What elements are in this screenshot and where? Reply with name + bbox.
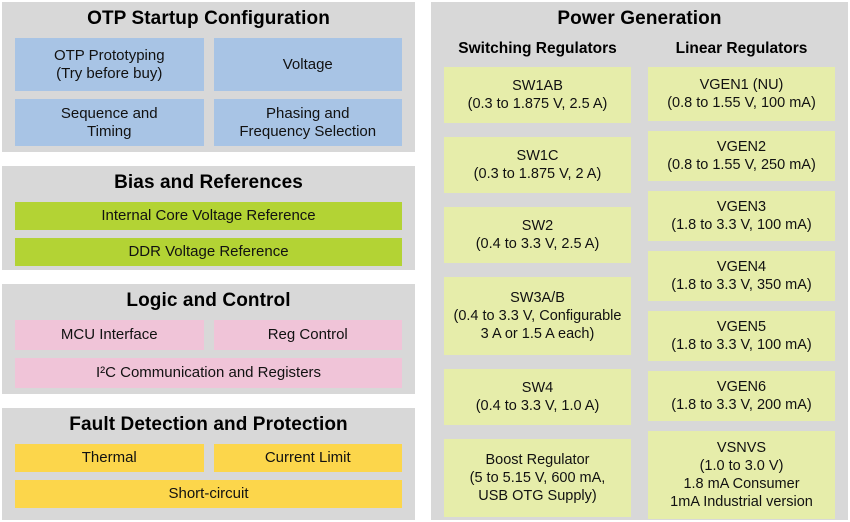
section-fault-detection-and-protection: Fault Detection and Protection Thermal C…: [2, 408, 415, 520]
bias-box-stack: Internal Core Voltage Reference DDR Volt…: [15, 202, 402, 266]
section-title: OTP Startup Configuration: [87, 8, 330, 29]
regulator-name: SW1C: [516, 147, 559, 164]
block-voltage: Voltage: [213, 38, 402, 91]
regulator-name: SW2: [521, 217, 554, 234]
section-bias-and-references: Bias and References Internal Core Voltag…: [2, 166, 415, 270]
block-reg-control: Reg Control: [213, 320, 402, 350]
regulator-box-boost: Boost Regulator (5 to 5.15 V, 600 mA, US…: [444, 439, 631, 517]
regulator-name: SW3A/B: [510, 289, 565, 306]
regulator-name: VGEN6: [716, 378, 767, 395]
regulator-column-headers: Switching Regulators Linear Regulators: [444, 40, 835, 58]
section-power-generation: Power Generation Switching Regulators Li…: [431, 2, 848, 520]
regulator-spec: (1.8 to 3.3 V, 350 mA): [671, 277, 812, 293]
section-title: Logic and Control: [126, 290, 291, 311]
regulator-name: VGEN3: [716, 198, 767, 215]
regulator-box-vgen2: VGEN2 (0.8 to 1.55 V, 250 mA): [648, 131, 835, 181]
regulator-name: SW1AB: [512, 77, 563, 94]
block-phasing-frequency-selection: Phasing and Frequency Selection: [213, 99, 402, 146]
block-short-circuit: Short-circuit: [15, 480, 402, 508]
logic-box-row: MCU Interface Reg Control: [15, 320, 402, 350]
regulator-spec: (0.8 to 1.55 V, 250 mA): [667, 157, 816, 173]
section-title: Bias and References: [114, 172, 303, 193]
regulator-name: VGEN4: [716, 258, 767, 275]
section-logic-and-control: Logic and Control MCU Interface Reg Cont…: [2, 284, 415, 394]
regulator-spec: (1.8 to 3.3 V, 100 mA): [671, 217, 812, 233]
regulator-columns: SW1AB (0.3 to 1.875 V, 2.5 A) SW1C (0.3 …: [444, 67, 835, 519]
regulator-spec: (0.4 to 3.3 V, 1.0 A): [475, 398, 600, 414]
regulator-box-sw2: SW2 (0.4 to 3.3 V, 2.5 A): [444, 207, 631, 263]
regulator-name: VGEN1 (NU): [699, 76, 784, 93]
regulator-box-sw3ab: SW3A/B (0.4 to 3.3 V, Configurable 3 A o…: [444, 277, 631, 355]
regulator-spec: (0.3 to 1.875 V, 2 A): [473, 166, 602, 182]
regulator-box-vgen3: VGEN3 (1.8 to 3.3 V, 100 mA): [648, 191, 835, 241]
block-thermal: Thermal: [15, 444, 204, 472]
regulator-spec: (1.0 to 3.0 V) 1.8 mA Consumer 1mA Indus…: [670, 457, 813, 511]
regulator-spec: (0.8 to 1.55 V, 100 mA): [667, 95, 816, 111]
fault-box-stack: Thermal Current Limit Short-circuit: [15, 444, 402, 508]
otp-box-grid: OTP Prototyping (Try before buy) Voltage…: [15, 38, 402, 146]
regulator-spec: (0.4 to 3.3 V, 2.5 A): [475, 236, 600, 252]
linear-regulators-header: Linear Regulators: [675, 40, 808, 57]
regulator-box-vgen5: VGEN5 (1.8 to 3.3 V, 100 mA): [648, 311, 835, 361]
switching-regulators-column: SW1AB (0.3 to 1.875 V, 2.5 A) SW1C (0.3 …: [444, 67, 631, 519]
regulator-spec: (0.4 to 3.3 V, Configurable 3 A or 1.5 A…: [453, 307, 622, 343]
regulator-box-vsnvs: VSNVS (1.0 to 3.0 V) 1.8 mA Consumer 1mA…: [648, 431, 835, 519]
linear-regulators-column: VGEN1 (NU) (0.8 to 1.55 V, 100 mA) VGEN2…: [648, 67, 835, 519]
section-title: Power Generation: [557, 8, 722, 29]
block-current-limit: Current Limit: [213, 444, 402, 472]
section-title: Fault Detection and Protection: [69, 414, 348, 435]
regulator-box-sw1ab: SW1AB (0.3 to 1.875 V, 2.5 A): [444, 67, 631, 123]
regulator-box-vgen6: VGEN6 (1.8 to 3.3 V, 200 mA): [648, 371, 835, 421]
regulator-name: VGEN5: [716, 318, 767, 335]
block-internal-core-voltage-reference: Internal Core Voltage Reference: [15, 202, 402, 230]
regulator-spec: (0.3 to 1.875 V, 2.5 A): [467, 96, 608, 112]
block-sequence-and-timing: Sequence and Timing: [15, 99, 204, 146]
left-column: OTP Startup Configuration OTP Prototypin…: [2, 2, 415, 520]
regulator-name: VSNVS: [716, 439, 767, 456]
section-otp-startup-configuration: OTP Startup Configuration OTP Prototypin…: [2, 2, 415, 152]
logic-box-stack: MCU Interface Reg Control I²C Communicat…: [15, 320, 402, 388]
block-ddr-voltage-reference: DDR Voltage Reference: [15, 238, 402, 266]
block-i2c-communication-registers: I²C Communication and Registers: [15, 358, 402, 388]
switching-regulators-header: Switching Regulators: [458, 40, 617, 57]
regulator-name: VGEN2: [716, 138, 767, 155]
regulator-name: SW4: [521, 379, 554, 396]
regulator-box-vgen1: VGEN1 (NU) (0.8 to 1.55 V, 100 mA): [648, 67, 835, 121]
regulator-spec: (5 to 5.15 V, 600 mA, USB OTG Supply): [469, 469, 606, 505]
block-otp-prototyping: OTP Prototyping (Try before buy): [15, 38, 204, 91]
regulator-box-vgen4: VGEN4 (1.8 to 3.3 V, 350 mA): [648, 251, 835, 301]
regulator-box-sw4: SW4 (0.4 to 3.3 V, 1.0 A): [444, 369, 631, 425]
block-mcu-interface: MCU Interface: [15, 320, 204, 350]
regulator-name: Boost Regulator: [485, 451, 590, 468]
regulator-spec: (1.8 to 3.3 V, 200 mA): [671, 397, 812, 413]
fault-box-row: Thermal Current Limit: [15, 444, 402, 472]
regulator-spec: (1.8 to 3.3 V, 100 mA): [671, 337, 812, 353]
regulator-box-sw1c: SW1C (0.3 to 1.875 V, 2 A): [444, 137, 631, 193]
